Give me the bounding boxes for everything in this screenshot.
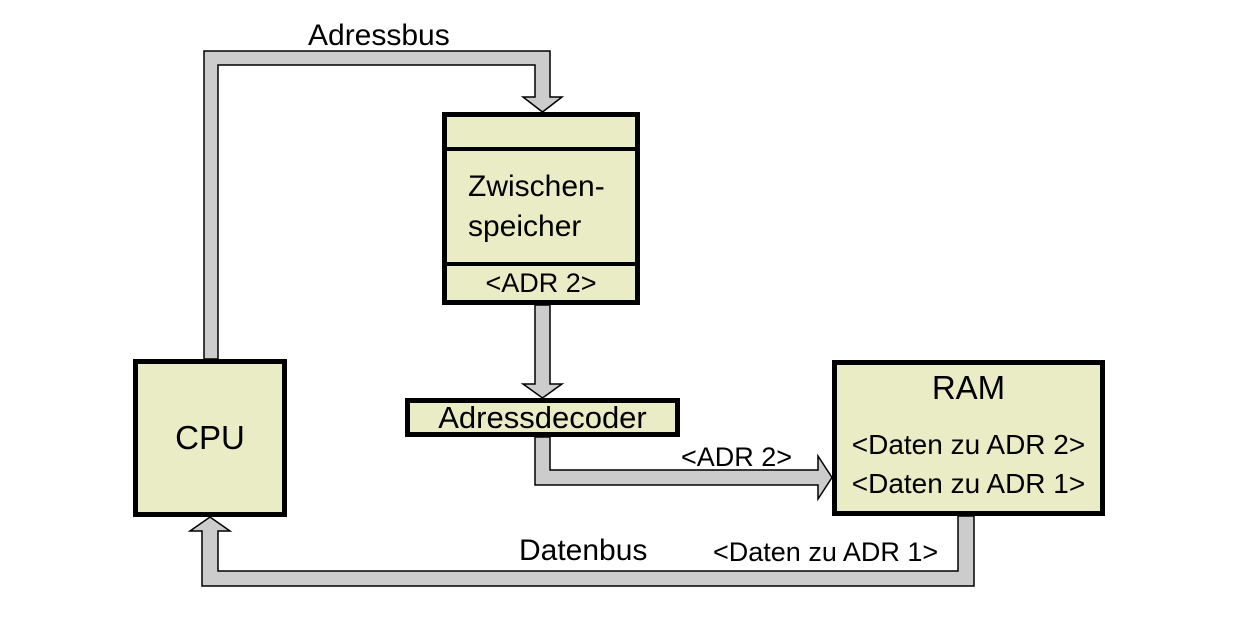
buffer-to-decoder-pipe-arrow <box>520 304 565 399</box>
datenbus-pipe-arrow <box>187 515 975 587</box>
zwischenspeicher-box: Zwischen- speicher <ADR 2> <box>442 112 640 305</box>
decoder-to-ram-pipe-arrow <box>534 436 833 502</box>
zwischenspeicher-name: Zwischen- speicher <box>447 151 635 262</box>
zwischenspeicher-name-line1: Zwischen- <box>468 169 605 203</box>
ram-title: RAM <box>931 369 1006 406</box>
datenbus-payload-label: <Daten zu ADR 1> <box>713 537 939 567</box>
cpu-label: CPU <box>175 419 245 456</box>
datenbus-label: Datenbus <box>519 534 648 567</box>
zwischenspeicher-name-line2: speicher <box>468 209 582 243</box>
zwischenspeicher-empty-slot <box>447 117 635 151</box>
adressbus-label: Adressbus <box>308 19 450 52</box>
ram-data-row-adr1: <Daten zu ADR 1> <box>851 468 1086 499</box>
adressdecoder-box: Adressdecoder <box>405 398 680 437</box>
zwischenspeicher-adr2-slot: <ADR 2> <box>447 262 635 300</box>
cpu-box: CPU <box>133 359 287 517</box>
adressdecoder-label: Adressdecoder <box>438 399 647 435</box>
decoder-to-ram-payload-label: <ADR 2> <box>681 442 793 472</box>
adressbus-pipe-arrow <box>203 50 565 360</box>
zwischenspeicher-slot-label: <ADR 2> <box>485 267 597 298</box>
ram-data-row-adr2: <Daten zu ADR 2> <box>851 429 1086 460</box>
ram-box: RAM <Daten zu ADR 2> <Daten zu ADR 1> <box>832 360 1105 516</box>
